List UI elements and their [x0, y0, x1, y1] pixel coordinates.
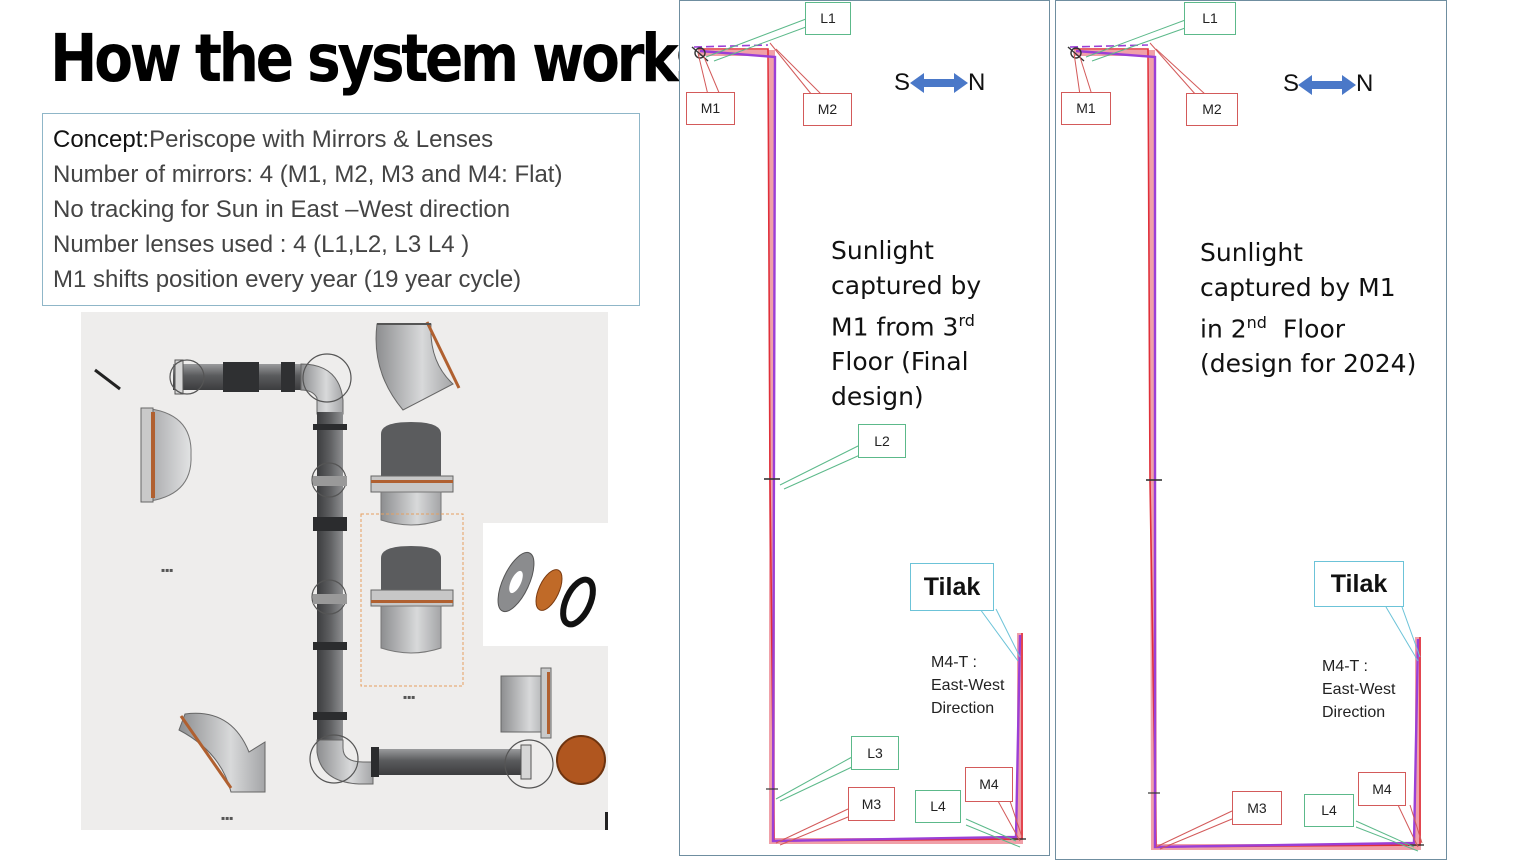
label-m1: M1 [1061, 92, 1111, 125]
svg-text:▪▪▪: ▪▪▪ [221, 815, 233, 822]
label-m3: M3 [848, 787, 895, 821]
callout-lines [697, 18, 1023, 848]
label-m4: M4 [965, 767, 1013, 802]
compass-south: S [1283, 70, 1300, 97]
lens-holder-stack [360, 422, 464, 687]
label-m4: M4 [1358, 772, 1406, 806]
elbow-part-top [375, 321, 461, 411]
label-m2: M2 [1186, 93, 1238, 126]
concept-value: Periscope with Mirrors & Lenses [149, 126, 494, 153]
label-m2: M2 [803, 93, 852, 126]
tilak-label: Tilak [1314, 561, 1404, 607]
compass-north: N [1356, 70, 1374, 97]
cylinder-part [500, 667, 552, 739]
concept-shift-line: M1 shifts position every year (19 year c… [53, 266, 522, 293]
compass-south: S [894, 69, 911, 96]
label-l3: L3 [851, 736, 899, 770]
m4-t-note: M4-T : East-West Direction [1322, 658, 1396, 721]
label-l4: L4 [1304, 794, 1354, 827]
description-final-design: Sunlight captured by M1 from 3rd Floor (… [831, 236, 982, 412]
compass-arrow-2024 [1298, 75, 1356, 95]
label-l2: L2 [858, 424, 906, 458]
svg-text:▪▪▪: ▪▪▪ [403, 694, 415, 701]
page-title: How the system works [50, 20, 709, 97]
callout-lines-2024 [1073, 18, 1423, 852]
cad-drawing: ▪▪▪ ▪▪▪ ▪▪▪ [94, 321, 608, 830]
concept-lenses-line: Number lenses used : 4 (L1,L2, L3 L4 ) [53, 231, 470, 258]
hemisphere-housing [140, 407, 192, 503]
m4-t-note: M4-T : East-West Direction [931, 654, 1005, 717]
concept-tracking-line: No tracking for Sun in East –West direct… [53, 196, 511, 223]
tilak-label: Tilak [910, 563, 994, 611]
label-l4: L4 [915, 790, 961, 823]
rod-part [94, 368, 121, 391]
diagram-panel-final-design: L1 M1 M2 S N Sunlight captured by M1 fro… [679, 0, 1050, 856]
svg-text:▪▪▪: ▪▪▪ [161, 567, 173, 574]
label-m3: M3 [1232, 791, 1282, 825]
label-l1: L1 [1184, 2, 1236, 35]
concept-key: Concept: [53, 126, 150, 153]
concept-mirrors-line: Number of mirrors: 4 (M1, M2, M3 and M4:… [53, 161, 563, 188]
label-l1: L1 [805, 2, 851, 35]
description-2024-design: Sunlight captured by M1 in 2nd Floor (de… [1200, 238, 1417, 379]
elbow-part-bottom [178, 712, 266, 793]
diagram-panel-2024-design: L1 M1 M2 S N Sunlight captured by M1 in … [1055, 0, 1447, 860]
compass-north: N [968, 69, 986, 96]
concept-box: Concept:Periscope with Mirrors & Lenses … [42, 113, 640, 306]
label-m1: M1 [686, 92, 735, 125]
concept-line: Concept:Periscope with Mirrors & Lenses [53, 122, 629, 157]
light-path-diagram-2024 [1067, 18, 1424, 852]
periscope-cad-image: ▪▪▪ ▪▪▪ ▪▪▪ [81, 312, 608, 830]
light-path-diagram [691, 18, 1026, 848]
compass-arrow [910, 73, 968, 93]
